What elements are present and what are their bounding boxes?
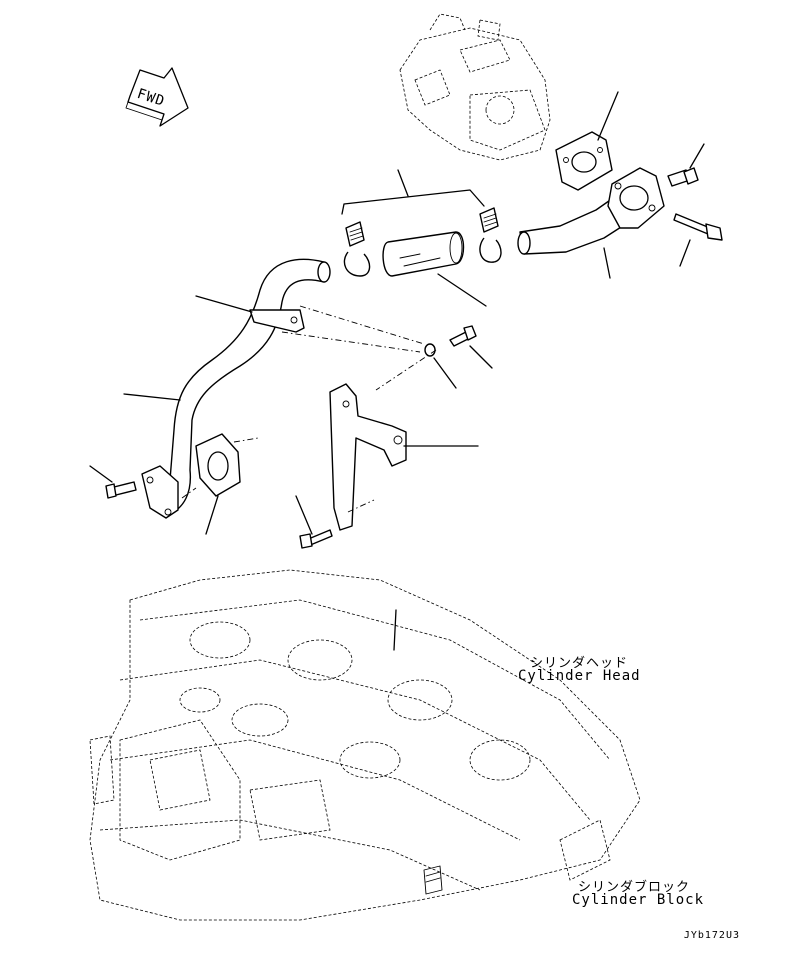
bracket-bolt [449, 325, 493, 369]
drawing-number: JYb172U3 [683, 930, 740, 941]
hose-clamp-left [343, 221, 371, 277]
cylinder-block-label-jp: シリンダブロック [578, 880, 691, 895]
lower-gasket [195, 433, 241, 535]
support-bracket [329, 383, 479, 531]
pipe-clip [195, 295, 305, 333]
fwd-arrow-icon [127, 67, 189, 127]
pipe-flange [141, 465, 179, 519]
upper-gasket [555, 91, 619, 191]
hose-clamp-right [479, 207, 502, 263]
cylinder-head-label-jp: シリンダヘッド [530, 656, 629, 671]
upper-bolt [667, 143, 705, 187]
rubber-hose [382, 231, 487, 307]
clamp-bracket-leader [341, 169, 485, 215]
flange-bolt [89, 465, 137, 499]
engine-cylinder-assembly [89, 569, 641, 921]
washer [424, 343, 457, 389]
long-bolt [673, 213, 723, 267]
cylinder-block-label-en: Cylinder Block [572, 892, 705, 908]
cylinder-head-label-en: Cylinder Head [518, 668, 641, 684]
assembly-lines [181, 305, 437, 513]
outlet-elbow-pipe [517, 167, 665, 279]
upper-engine-fragment [399, 13, 551, 161]
lower-bracket-bolt [295, 495, 333, 549]
